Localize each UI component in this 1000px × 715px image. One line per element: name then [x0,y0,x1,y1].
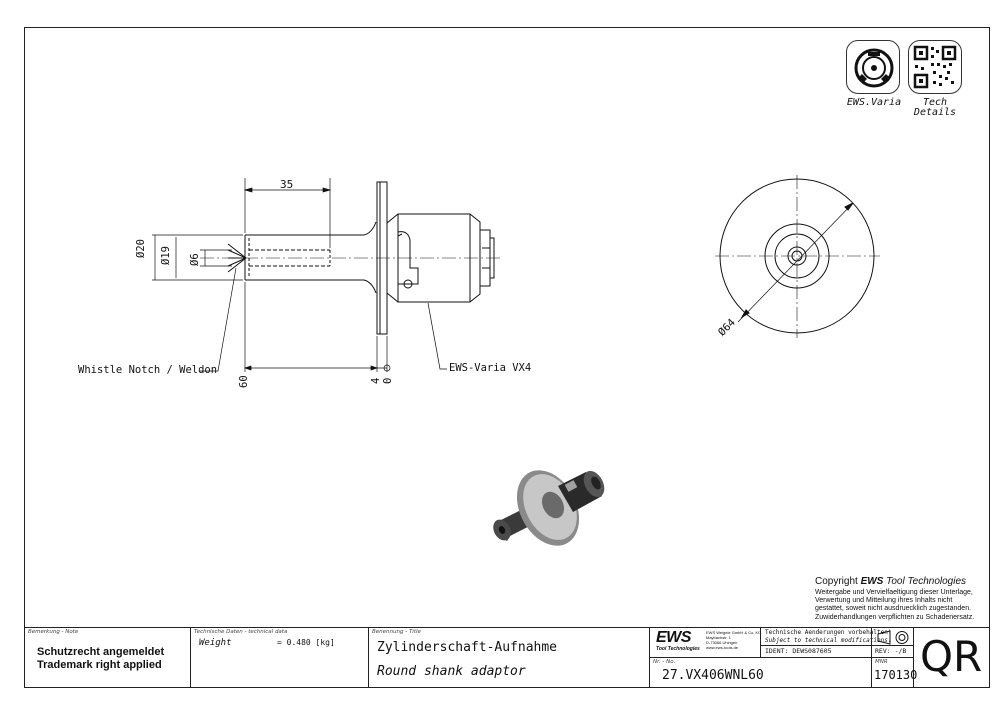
weight-value: = 0.480 [kg] [277,638,335,647]
tech-details-label-2: Details [913,107,957,118]
copyright-line: Weitergabe und Vervielfaeltigung dieser … [815,589,973,596]
company-line: D-73066 Uhingen [706,640,738,645]
remark-line1: Schutzrecht angemeldet [37,646,165,658]
qr-code-icon[interactable] [908,40,962,94]
dimension-d20: Ø20 [135,239,147,258]
technical-data-caption: Technische Daten - technical data [194,629,288,635]
mnr-caption: MNR [875,659,888,665]
part-number-cell: Nr. - No. 27.VX406WNL60 [649,657,872,688]
company-address: EWS Weigele GmbH & Co. KG Maybachstr. 1 … [706,630,761,650]
mnr-cell: MNR 170130 [871,657,918,688]
dimension-d19: Ø19 [160,246,172,265]
part-number: 27.VX406WNL60 [662,668,764,683]
changes-english: Subject to technical modifications! [765,637,892,644]
title-german: Zylinderschaft-Aufnahme [377,640,558,655]
title-cell: Benennung - Title Zylinderschaft-Aufnahm… [368,627,650,688]
dimension-4: 4 [370,377,382,384]
callout-weldon: Whistle Notch / Weldon [78,364,218,376]
tech-details-label-1: Tech [922,97,948,108]
remark-line2: Trademark right applied [37,659,162,671]
ews-logo-text: EWS [656,629,691,646]
technical-data-cell: Technische Daten - technical data Weight… [190,627,369,688]
copyright-heading: Copyright EWS Tool Technologies [815,576,966,587]
projection-symbol-cell [871,627,914,646]
modifications-cell: Technische Aenderungen vorbehalten! Subj… [760,627,891,646]
projection-symbol-icon [877,630,909,645]
copyright-suffix: Tool Technologies [883,576,967,587]
ews-logo-subtitle: Tool Technologies [656,646,700,652]
company-line: Maybachstr. 1 [706,635,731,640]
company-cell: EWS Tool Technologies EWS Weigele GmbH &… [649,627,761,658]
title-caption: Benennung - Title [372,629,421,635]
copyright-line: Zuwiderhandlungen verpflichten zu Schade… [815,613,975,621]
title-english: Round shank adaptor [377,664,526,679]
copyright-brand: EWS [860,576,884,587]
qr-text-cell: QR [913,627,990,688]
copyright-line: gestattet, soweit nicht ausdruecklich zu… [815,605,972,613]
revision-value: REV: -/B [875,647,907,655]
copyright-prefix: Copyright [815,576,861,587]
iso-render [493,470,605,546]
ews-logo: EWS Tool Technologies [656,629,700,653]
copyright-line: Verwertung und Mitteilung ihres Inhalts … [815,597,953,605]
dimension-0: 0 [382,377,394,384]
copyright-notice: Weitergabe und Vervielfaeltigung dieser … [815,589,974,622]
callout-varia: EWS-Varia VX4 [449,362,532,374]
dimension-60: 60 [238,375,250,388]
qr-text: QR [920,632,983,681]
qr-pattern-icon [913,45,957,89]
dimension-35: 35 [280,178,294,191]
mnr-number: 170130 [874,668,918,682]
ident-number: IDENT: DEWS087605 [765,647,832,655]
company-line: www.ews-tools.de [706,645,739,650]
varia-interface-icon[interactable] [846,40,900,94]
dimension-d6: Ø6 [189,253,201,266]
changes-german: Technische Aenderungen vorbehalten! [765,629,892,636]
varia-label: EWS.Varia [846,97,902,108]
part-number-caption: Nr. - No. [653,659,676,665]
varia-symbol-icon [854,48,894,88]
remark-cell: Bemerkung - Note Schutzrecht angemeldet … [24,627,191,688]
weight-label: Weight [199,638,232,648]
company-line: EWS Weigele GmbH & Co. KG [706,630,762,635]
remark-caption: Bemerkung - Note [28,629,79,635]
